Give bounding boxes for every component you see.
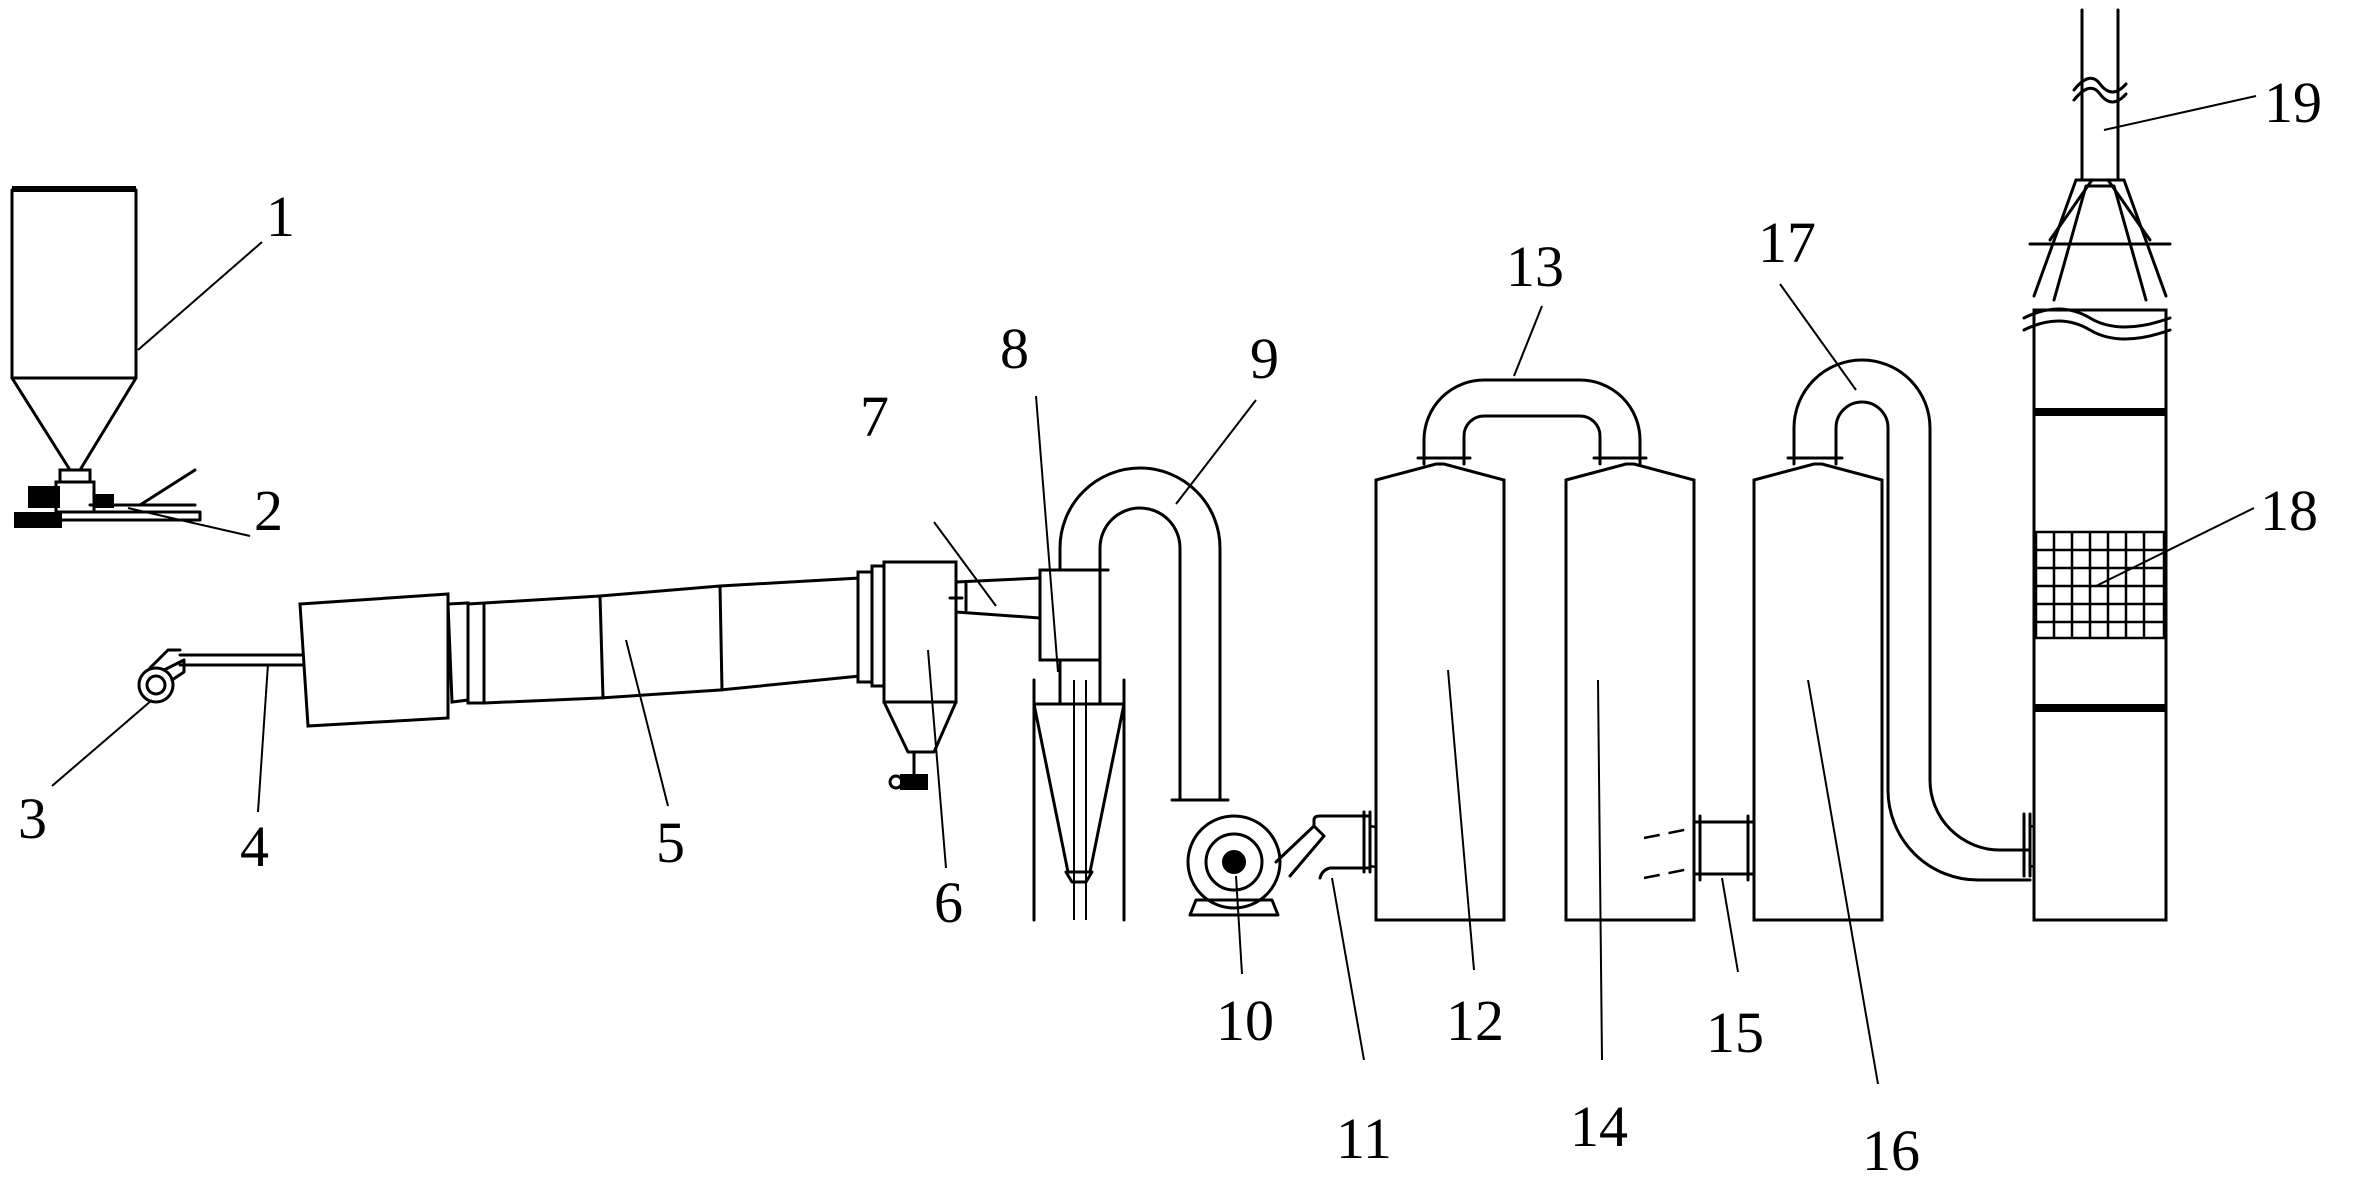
small-blower	[137, 648, 186, 704]
label-7: 7	[860, 384, 889, 449]
exhaust-duct	[948, 576, 1042, 620]
u-duct-13	[1416, 378, 1648, 466]
label-15: 15	[1706, 1000, 1764, 1065]
label-16: 16	[1862, 1118, 1920, 1181]
label-18: 18	[2260, 478, 2318, 543]
u-duct-9	[1050, 466, 1230, 802]
label-4: 4	[240, 814, 269, 879]
exhaust-stack	[2028, 8, 2172, 302]
absorption-tower	[2022, 307, 2172, 922]
scrubber-tower-1	[1374, 462, 1506, 922]
label-17: 17	[1758, 210, 1816, 275]
settling-chamber	[882, 560, 958, 790]
scrubber-tower-2	[1564, 462, 1696, 922]
rotary-dryer	[298, 564, 886, 728]
feeder-chute	[58, 468, 202, 522]
label-12: 12	[1446, 988, 1504, 1053]
cyclone-separator	[1032, 568, 1126, 922]
label-3: 3	[18, 786, 47, 851]
label-11: 11	[1336, 1106, 1392, 1171]
part-labels: 1 2 3 4 5 6 7 8 9 10 11 12 13 14 15 16 1…	[18, 70, 2322, 1181]
label-5: 5	[656, 810, 685, 875]
scrubber-tower-3	[1752, 462, 1884, 922]
label-6: 6	[934, 870, 963, 935]
label-9: 9	[1250, 326, 1279, 391]
label-2: 2	[254, 478, 283, 543]
leader-lines	[51, 95, 2257, 1085]
feed-hopper	[10, 186, 138, 528]
label-1: 1	[266, 184, 295, 249]
feed-pipe	[178, 653, 304, 667]
label-19: 19	[2264, 70, 2322, 135]
label-14: 14	[1570, 1094, 1628, 1159]
label-10: 10	[1216, 988, 1274, 1053]
induced-draft-fan	[1186, 814, 1326, 917]
label-13: 13	[1506, 234, 1564, 299]
label-8: 8	[1000, 316, 1029, 381]
